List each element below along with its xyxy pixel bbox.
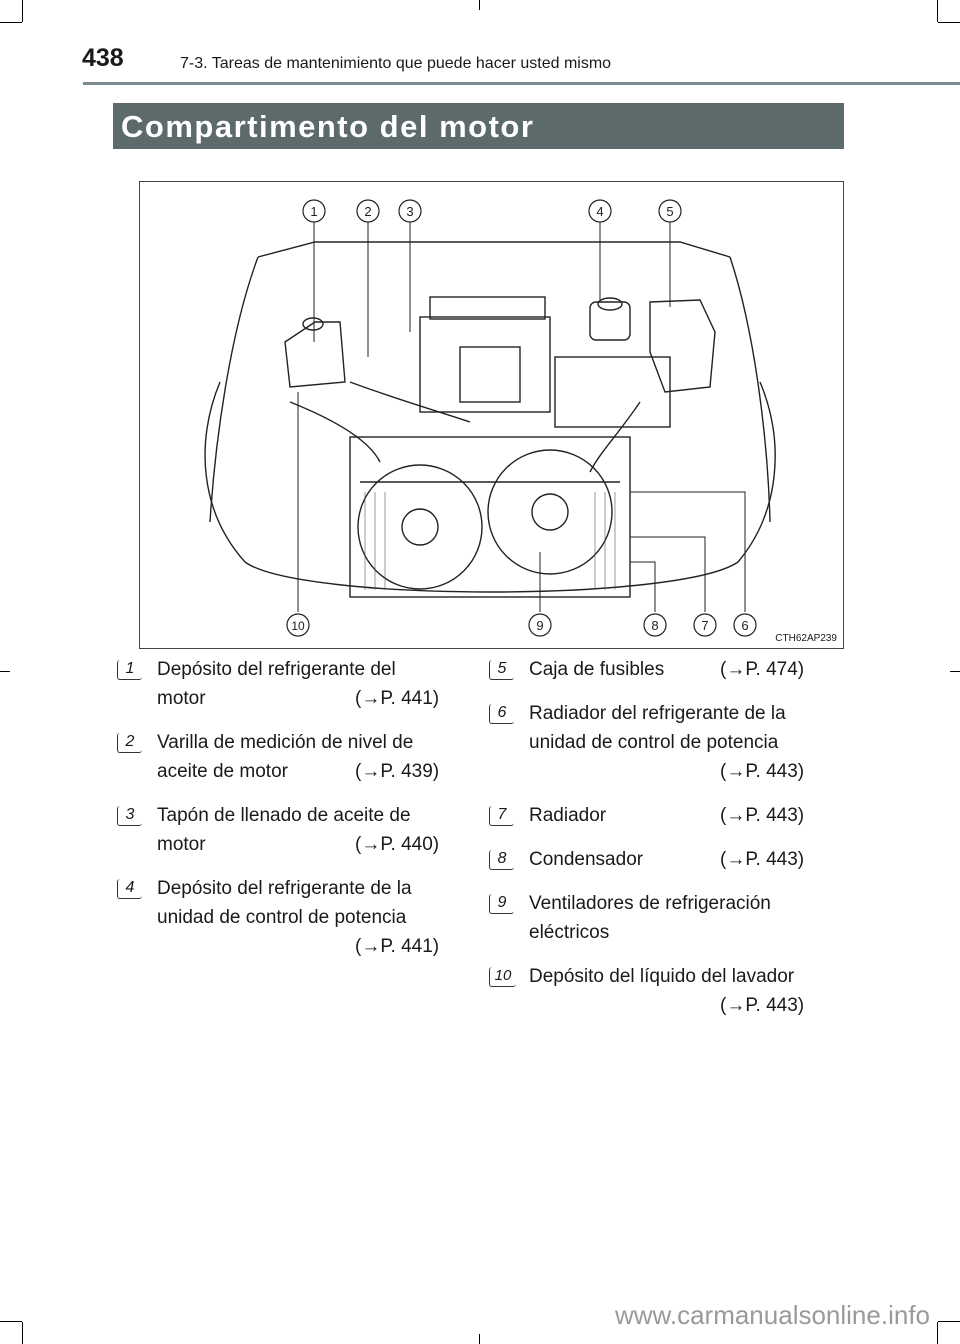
legend-item: 5 Caja de fusibles (→P. 474) [489, 655, 832, 684]
section-heading: 7-3. Tareas de mantenimiento que puede h… [180, 55, 612, 72]
crop-mark [937, 0, 938, 22]
legend-item: 1 Depósito del refrigerante del motor (→P… [117, 655, 467, 713]
crop-mark [22, 0, 23, 22]
item-number-badge: 8 [489, 850, 514, 870]
item-description: Radiador [529, 805, 607, 826]
item-description: Depósito del refrigerante de la [157, 878, 412, 899]
page-reference: (→P. 439) [355, 761, 440, 782]
item-description: Depósito del refrigerante del [157, 659, 396, 680]
engine-illustration: 1 2 3 4 5 6 7 8 9 10 [204, 199, 776, 637]
page-reference: (→P. 474) [720, 659, 805, 680]
crop-mark [22, 1322, 23, 1344]
page-reference: (→P. 441) [355, 688, 440, 709]
callout-1: 1 [310, 204, 317, 219]
item-number-badge: 3 [117, 806, 142, 826]
legend-item: 7 Radiador (→P. 443) [489, 801, 832, 830]
item-description-cont: motor [157, 688, 206, 709]
callout-3: 3 [406, 204, 413, 219]
title-bar: Compartimento del motor [113, 103, 844, 149]
item-description-cont: eléctricos [529, 922, 610, 943]
legend-item: 9 Ventiladores de refrigeración eléctric… [489, 889, 832, 947]
legend-left-column: 1 Depósito del refrigerante del motor (→P… [117, 655, 467, 976]
callout-7: 7 [701, 618, 708, 633]
legend-item: 3 Tapón de llenado de aceite de motor (→P… [117, 801, 467, 859]
figure-code: CTH62AP239 [775, 633, 837, 644]
item-description-cont: motor [157, 834, 206, 855]
callout-2: 2 [364, 204, 371, 219]
item-description: Tapón de llenado de aceite de [157, 805, 411, 826]
callout-6: 6 [741, 618, 748, 633]
item-number-badge: 2 [117, 733, 142, 753]
callout-8: 8 [651, 618, 658, 633]
crop-mark [479, 1334, 480, 1344]
item-description: Radiador del refrigerante de la [529, 703, 786, 724]
item-description: Varilla de medición de nivel de [157, 732, 414, 753]
page-reference: (→P. 443) [720, 995, 805, 1016]
item-number-badge: 9 [489, 894, 514, 914]
crop-mark [938, 22, 960, 23]
crop-mark [0, 1321, 22, 1322]
item-number-badge: 6 [489, 704, 514, 724]
item-number-badge: 7 [489, 806, 514, 826]
item-description-cont: unidad de control de potencia [157, 907, 407, 928]
legend-item: 6 Radiador del refrigerante de la unidad… [489, 699, 832, 786]
page-title: Compartimento del motor [121, 109, 535, 144]
crop-mark [938, 1321, 960, 1322]
watermark: www.carmanualsonline.info [614, 1300, 930, 1330]
item-description-cont: aceite de motor [157, 761, 288, 782]
item-number-badge: 5 [489, 660, 514, 680]
crop-mark [950, 671, 960, 672]
page-reference: (→P. 443) [720, 805, 805, 826]
crop-mark [0, 22, 22, 23]
page-reference: (→P. 441) [355, 936, 440, 957]
item-number-badge: 10 [489, 967, 516, 987]
legend-right-column: 5 Caja de fusibles (→P. 474) 6 Radiador d… [489, 655, 832, 1035]
callout-9: 9 [536, 618, 543, 633]
page-number: 438 [82, 44, 124, 72]
item-description-cont: unidad de control de potencia [529, 732, 779, 753]
callout-4: 4 [596, 204, 603, 219]
page-reference: (→P. 443) [720, 849, 805, 870]
header-rule [83, 82, 960, 85]
item-description: Ventiladores de refrigeración [529, 893, 771, 914]
legend-item: 8 Condensador (→P. 443) [489, 845, 832, 874]
legend-item: 2 Varilla de medición de nivel de aceite… [117, 728, 467, 786]
item-description: Caja de fusibles [529, 659, 665, 680]
crop-mark [479, 0, 480, 10]
engine-compartment-figure: 1 2 3 4 5 6 7 8 9 10 CTH62AP239 [139, 181, 844, 649]
crop-mark [937, 1322, 938, 1344]
item-number-badge: 4 [117, 879, 142, 899]
callout-5: 5 [666, 204, 673, 219]
page-reference: (→P. 440) [355, 834, 440, 855]
item-number-badge: 1 [117, 660, 142, 680]
callout-10: 10 [291, 619, 305, 633]
legend-item: 4 Depósito del refrigerante de la unidad… [117, 874, 467, 961]
crop-mark [0, 671, 10, 672]
item-description: Depósito del líquido del lavador [529, 966, 795, 987]
legend-item: 10 Depósito del líquido del lavador (→P.… [489, 962, 832, 1020]
page-reference: (→P. 443) [720, 761, 805, 782]
item-description: Condensador [529, 849, 644, 870]
